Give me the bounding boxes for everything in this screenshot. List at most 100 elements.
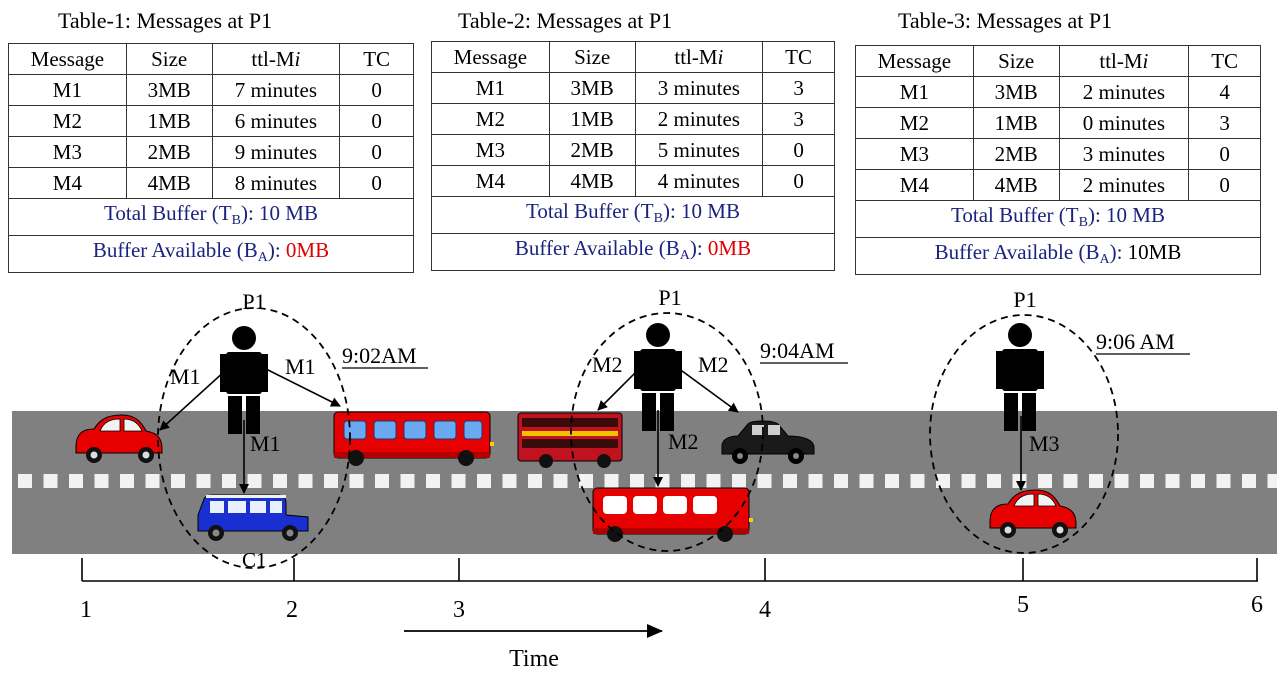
lane-dash	[69, 474, 83, 488]
message-label: M2	[698, 352, 729, 377]
lane-dash	[298, 474, 313, 488]
table-row: M3 2MB 3 minutes 0	[855, 138, 1261, 170]
cell-message: M1	[855, 76, 974, 108]
lane-dash	[910, 474, 925, 488]
cell-tc: 3	[1188, 107, 1261, 139]
lane-dash	[528, 474, 542, 488]
table-row: M2 1MB 0 minutes 3	[855, 107, 1261, 139]
cell-tc: 0	[339, 74, 414, 106]
cell-message: M4	[8, 167, 127, 199]
timeline-tick-label: 4	[759, 597, 771, 623]
buffer-available: Buffer Available (BA): 0MB	[8, 235, 414, 273]
lane-dash	[145, 474, 160, 488]
lane-dash	[604, 474, 619, 488]
lane-dash	[834, 474, 848, 488]
table-3-title: Table-3: Messages at P1	[898, 8, 1113, 33]
table-1-title: Table-1: Messages at P1	[58, 8, 273, 33]
table-row: M2 1MB 2 minutes 3	[431, 103, 835, 135]
double-decker-bus	[517, 412, 623, 469]
message-arrow	[263, 367, 341, 407]
cell-size: 1MB	[125, 105, 213, 137]
message-label: M2	[668, 429, 699, 454]
table-row: M1 3MB 3 minutes 3	[431, 72, 835, 104]
lane-dash	[196, 474, 211, 488]
lane-dash	[859, 474, 874, 488]
cell-size: 3MB	[972, 76, 1060, 108]
cell-tc: 0	[762, 165, 835, 197]
lane-dash	[630, 474, 644, 488]
lane-dash	[1012, 474, 1027, 488]
lane-dash	[1063, 474, 1078, 488]
timeline-tick-label: 5	[1017, 592, 1029, 618]
time-stamp: 9:04AM	[760, 338, 835, 363]
lane-dash	[1216, 474, 1231, 488]
cell-message: M3	[855, 138, 974, 170]
cell-size: 2MB	[125, 136, 213, 168]
lane-dash	[757, 474, 772, 488]
cell-message: M3	[431, 134, 550, 166]
table-1: Message Size ttl-Mi TC M1 3MB 7 minutes …	[8, 43, 414, 273]
total-buffer-row: Total Buffer (TB): 10 MB	[8, 198, 414, 236]
lane-dash	[885, 474, 899, 488]
lane-dash	[681, 474, 695, 488]
time-label: Time	[509, 646, 559, 672]
lane-dash	[247, 474, 262, 488]
cell-size: 2MB	[548, 134, 636, 166]
cell-message: M4	[431, 165, 550, 197]
header-ttl: ttl-Mi	[1058, 45, 1190, 77]
table-2-title: Table-2: Messages at P1	[458, 8, 673, 33]
lane-dash	[94, 474, 109, 488]
cell-ttl: 3 minutes	[634, 72, 764, 104]
lane-dash	[553, 474, 568, 488]
cell-tc: 3	[762, 72, 835, 104]
total-buffer: Total Buffer (TB): 10 MB	[431, 196, 835, 234]
cell-ttl: 7 minutes	[211, 74, 341, 106]
lane-dash	[1267, 474, 1277, 488]
cell-size: 2MB	[972, 138, 1060, 170]
cell-message: M3	[8, 136, 127, 168]
lane-dash	[1114, 474, 1129, 488]
cell-size: 4MB	[972, 169, 1060, 201]
cell-tc: 0	[339, 105, 414, 137]
message-label: M1	[170, 364, 201, 389]
lane-dash	[273, 474, 287, 488]
cell-size: 1MB	[548, 103, 636, 135]
table-row: M4 4MB 2 minutes 0	[855, 169, 1261, 201]
cell-ttl: 8 minutes	[211, 167, 341, 199]
lane-dash	[936, 474, 950, 488]
timeline-ticks	[81, 558, 1258, 581]
header-message: Message	[8, 43, 127, 75]
table-row: M2 1MB 6 minutes 0	[8, 105, 414, 137]
lane-dashes	[18, 474, 1277, 488]
timeline-tick-label: 3	[453, 597, 465, 623]
header-size: Size	[125, 43, 213, 75]
person-label: P1	[658, 285, 681, 310]
table-row: M1 3MB 7 minutes 0	[8, 74, 414, 106]
cell-ttl: 2 minutes	[634, 103, 764, 135]
message-arrow	[597, 367, 641, 411]
table-header-row: Message Size ttl-Mi TC	[431, 41, 835, 73]
cell-tc: 0	[762, 134, 835, 166]
buffer-available: Buffer Available (BA): 0MB	[431, 233, 835, 271]
lane-dash	[171, 474, 185, 488]
lane-dash	[502, 474, 517, 488]
message-label: M1	[285, 354, 316, 379]
time-stamp: 9:06 AM	[1096, 329, 1175, 354]
message-label: M1	[250, 431, 281, 456]
lane-dash	[120, 474, 134, 488]
buffer-available-value: 10MB	[1127, 240, 1182, 264]
cell-ttl: 6 minutes	[211, 105, 341, 137]
buffer-available-value: 0MB	[707, 236, 752, 260]
range-ellipse-2	[570, 312, 764, 552]
range-ellipse-1	[157, 307, 351, 569]
cell-tc: 0	[1188, 169, 1261, 201]
message-label: M3	[1029, 431, 1060, 456]
lane-dash	[961, 474, 976, 488]
header-tc: TC	[1188, 45, 1261, 77]
cell-message: M1	[8, 74, 127, 106]
time-stamp: 9:02AM	[342, 343, 417, 368]
buffer-available-row: Buffer Available (BA): 0MB	[431, 233, 835, 271]
person-label: P1	[242, 289, 265, 314]
buffer-available-row: Buffer Available (BA): 0MB	[8, 235, 414, 273]
